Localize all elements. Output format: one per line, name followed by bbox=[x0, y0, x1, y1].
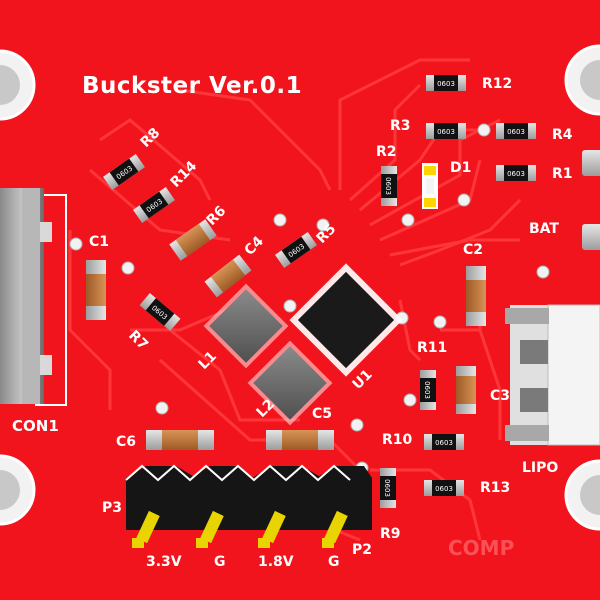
label-c5: C5 bbox=[312, 406, 332, 422]
label-d1: D1 bbox=[450, 160, 471, 176]
label-r11: R11 bbox=[417, 340, 447, 356]
inductor-l2 bbox=[247, 340, 333, 426]
label-3v3: 3.3V bbox=[146, 554, 182, 570]
inductor-l1 bbox=[203, 283, 289, 369]
label-r3: R3 bbox=[390, 118, 411, 134]
bat-pads bbox=[582, 150, 600, 250]
label-bat: BAT bbox=[529, 221, 559, 237]
svg-text:0603: 0603 bbox=[435, 485, 453, 493]
capacitor-c2 bbox=[466, 266, 486, 326]
label-r4: R4 bbox=[552, 127, 573, 143]
label-c4: C4 bbox=[242, 233, 268, 259]
pin-header-p2 bbox=[252, 466, 372, 548]
resistor-r1: 0603 bbox=[496, 165, 536, 181]
label-r2: R2 bbox=[376, 144, 397, 160]
capacitor-c4 bbox=[204, 254, 252, 298]
capacitor-c3 bbox=[456, 366, 476, 414]
svg-text:0603: 0603 bbox=[437, 128, 455, 136]
usb-connector bbox=[0, 188, 67, 406]
led-d1 bbox=[422, 163, 438, 209]
label-r10: R10 bbox=[382, 432, 413, 448]
capacitor-c5 bbox=[266, 430, 334, 450]
svg-text:0603: 0603 bbox=[435, 439, 453, 447]
resistor-r3: 0603 bbox=[426, 123, 466, 139]
resistor-r7: 0603 bbox=[139, 293, 181, 331]
pin-header-p3 bbox=[126, 466, 252, 548]
label-p2: P2 bbox=[352, 542, 372, 558]
header-outline bbox=[125, 464, 351, 482]
label-c3: C3 bbox=[490, 388, 510, 404]
board-title: Buckster Ver.0.1 bbox=[82, 73, 302, 99]
label-u1: U1 bbox=[350, 367, 376, 393]
label-c1: C1 bbox=[89, 234, 109, 250]
label-r13: R13 bbox=[480, 480, 510, 496]
label-c6: C6 bbox=[116, 434, 136, 450]
label-r12: R12 bbox=[482, 76, 512, 92]
resistor-r11: 0603 bbox=[420, 370, 436, 410]
resistor-r10: 0603 bbox=[424, 434, 464, 450]
label-comp: COMP bbox=[448, 536, 514, 560]
resistor-r8: 0603 bbox=[103, 153, 145, 191]
svg-text:0603: 0603 bbox=[507, 170, 525, 178]
mounting-hole-br bbox=[564, 459, 600, 531]
mounting-hole-bl bbox=[0, 454, 36, 526]
resistor-r12: 0603 bbox=[426, 75, 466, 91]
lipo-connector bbox=[505, 304, 600, 446]
resistor-r14: 0603 bbox=[133, 186, 175, 224]
label-c2: C2 bbox=[463, 242, 483, 258]
svg-text:0603: 0603 bbox=[507, 128, 525, 136]
resistor-r9: 0603 bbox=[380, 468, 396, 508]
resistor-r5: 0603 bbox=[275, 231, 317, 269]
label-g1: G bbox=[214, 554, 226, 570]
label-con1: CON1 bbox=[12, 417, 59, 435]
mounting-hole-tl bbox=[0, 49, 36, 121]
label-r9: R9 bbox=[380, 526, 401, 542]
svg-text:0603: 0603 bbox=[384, 177, 392, 195]
chip-u1 bbox=[289, 263, 403, 377]
label-1v8: 1.8V bbox=[258, 554, 294, 570]
label-g2: G bbox=[328, 554, 340, 570]
resistor-r13: 0603 bbox=[424, 480, 464, 496]
resistor-r4: 0603 bbox=[496, 123, 536, 139]
resistor-r2: 0603 bbox=[381, 166, 397, 206]
resistor-r6 bbox=[169, 219, 217, 261]
label-p3: P3 bbox=[102, 500, 122, 516]
capacitor-c1 bbox=[86, 260, 106, 320]
label-lipo: LIPO bbox=[522, 460, 558, 476]
label-r1: R1 bbox=[552, 166, 573, 182]
svg-text:0603: 0603 bbox=[437, 80, 455, 88]
mounting-hole-tr bbox=[564, 44, 600, 116]
svg-text:0603: 0603 bbox=[423, 381, 431, 399]
svg-text:0603: 0603 bbox=[383, 479, 391, 497]
capacitor-c6 bbox=[146, 430, 214, 450]
